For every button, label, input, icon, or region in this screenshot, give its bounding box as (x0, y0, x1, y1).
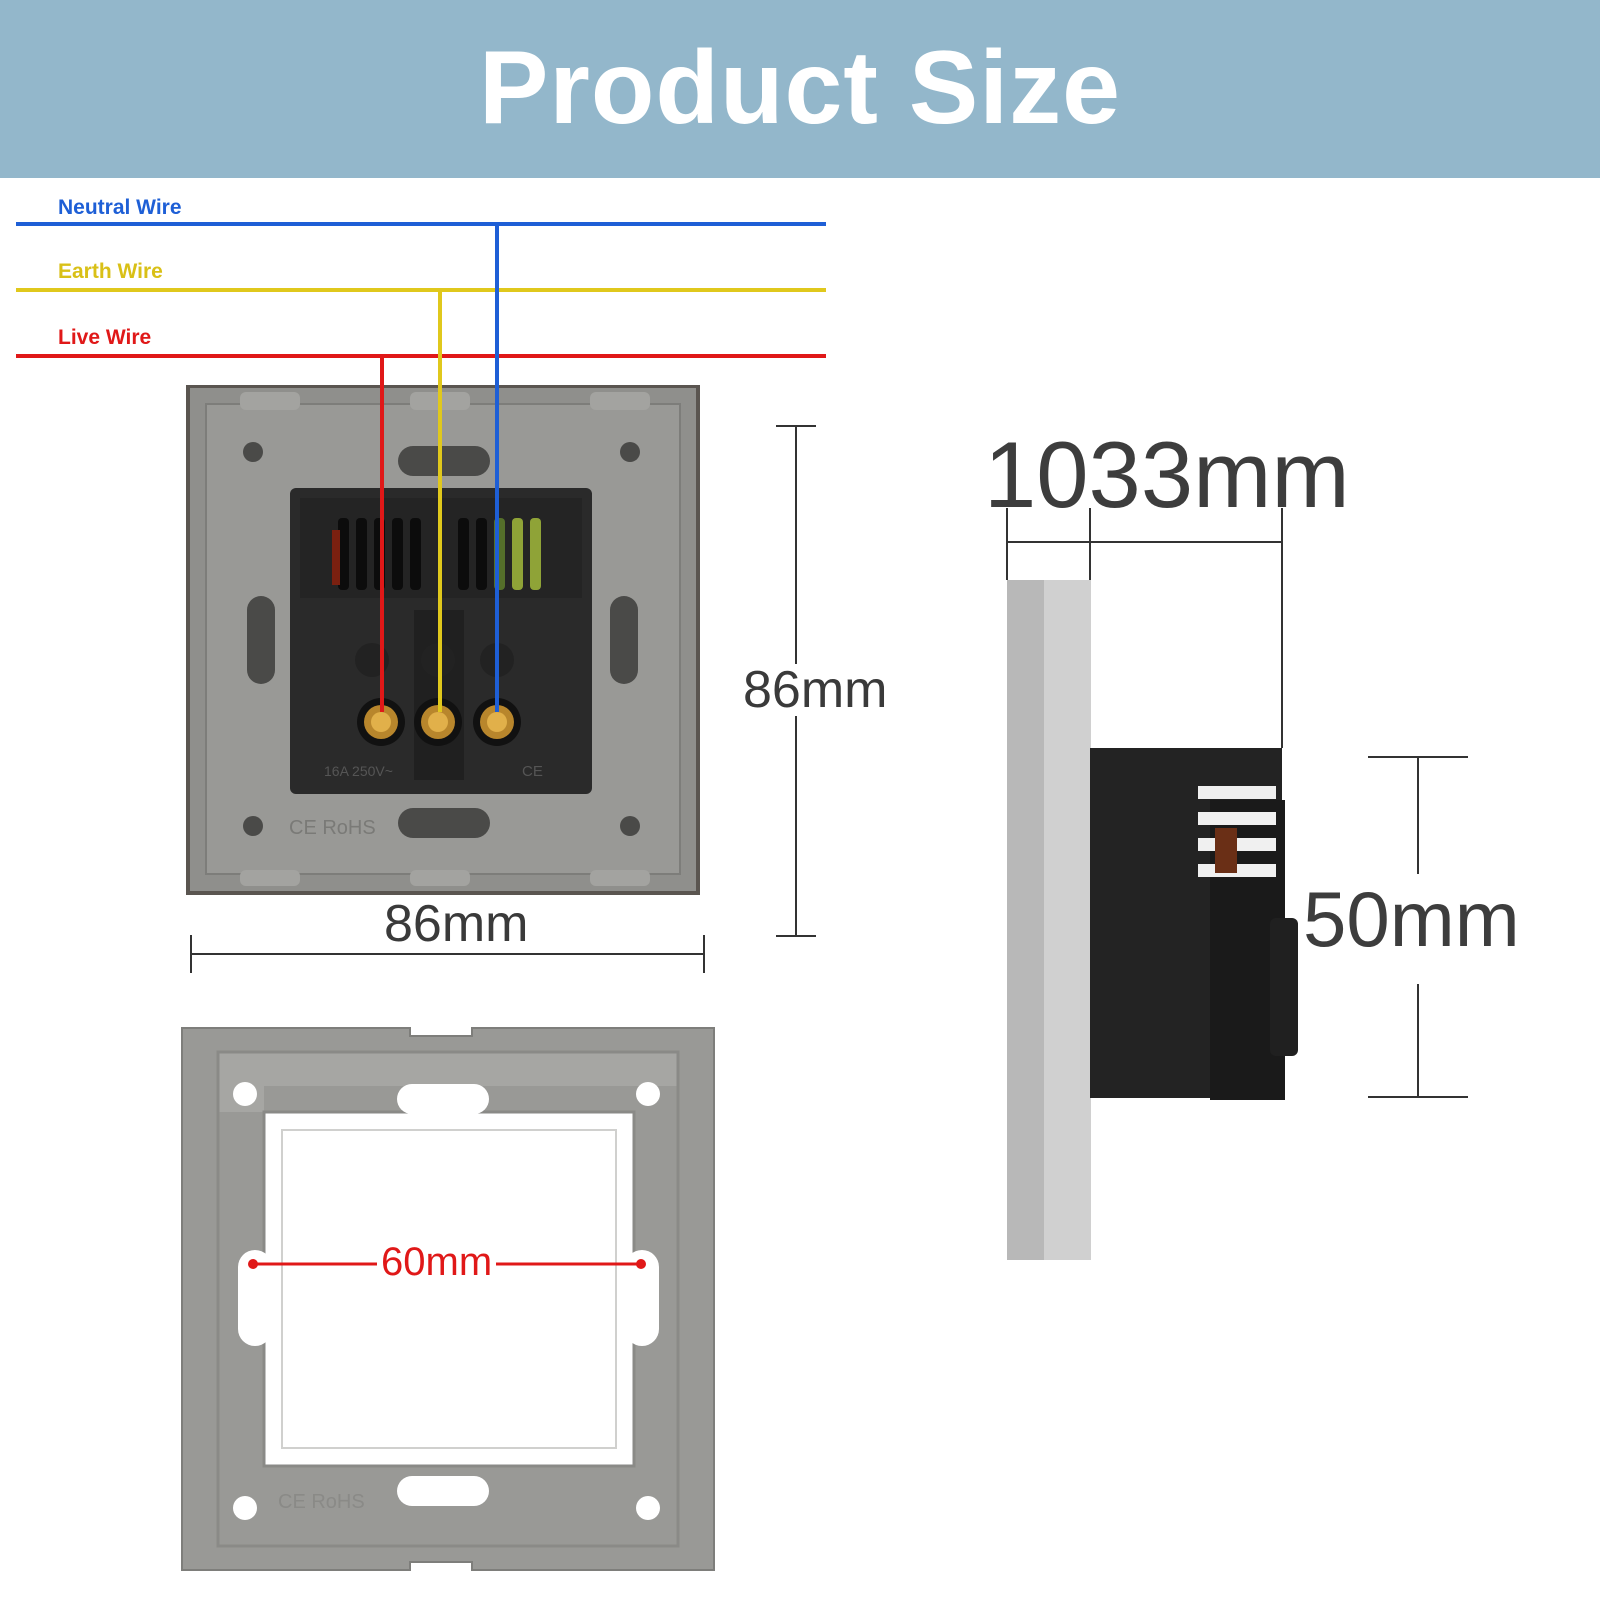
frame-ce-rohs-marking: CE RoHS (278, 1491, 365, 1513)
ce-rohs-marking: CE RoHS (289, 817, 376, 839)
side-height-dimension (1368, 756, 1468, 1098)
neutral-wire-label: Neutral Wire (58, 196, 182, 219)
side-view (1007, 580, 1298, 1260)
front-width-label: 86mm (384, 895, 529, 953)
depth-dimension (1006, 508, 1283, 748)
title-banner: Product Size (0, 0, 1600, 178)
page-title: Product Size (479, 29, 1121, 146)
mounting-frame: CE RoHS (181, 1027, 715, 1571)
frame-spacing-label: 60mm (377, 1242, 497, 1282)
depth-label: 1033mm (984, 422, 1350, 527)
socket-back-view: 16A 250V~ CE CE RoHS (186, 385, 700, 895)
front-width-dimension (190, 935, 705, 973)
front-height-label: 86mm (743, 661, 888, 719)
ce-marking: CE (522, 763, 543, 780)
earth-wire-label: Earth Wire (58, 260, 163, 283)
side-height-label: 50mm (1303, 875, 1520, 963)
front-height-dimension (776, 425, 816, 937)
live-wire-label: Live Wire (58, 326, 152, 349)
rating-marking: 16A 250V~ (324, 763, 393, 779)
